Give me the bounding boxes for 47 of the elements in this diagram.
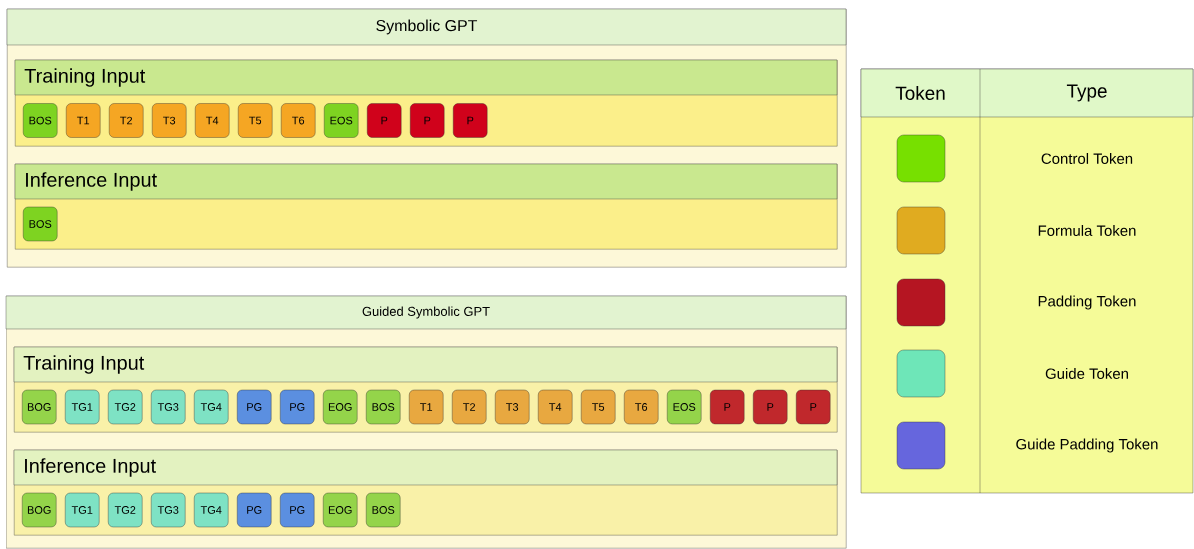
token-box: P [453, 103, 488, 138]
legend-label: Control Token [1041, 153, 1133, 164]
token-box: TG2 [108, 389, 143, 425]
token-box: PG [280, 492, 315, 528]
token-box: BOG [22, 492, 57, 528]
token-box: P [410, 103, 445, 138]
token-box: T4 [195, 103, 230, 138]
token-box: BOS [23, 206, 58, 242]
legend-label: Padding Token [1038, 295, 1136, 310]
column-header: Token [895, 86, 945, 100]
token-box: TG1 [65, 389, 100, 425]
token-box: BOS [23, 103, 58, 138]
legend-label: Guide Token [1045, 368, 1128, 379]
token-box: TG3 [151, 389, 186, 425]
token-box: T5 [238, 103, 273, 138]
token-box: T4 [538, 389, 573, 425]
token-box: T5 [581, 389, 616, 425]
token-box: EOS [324, 103, 359, 138]
token-box: TG3 [151, 492, 186, 528]
token-box: T1 [409, 389, 444, 425]
token-box: T2 [109, 103, 144, 138]
token-box: PG [237, 389, 272, 425]
token-box: EOG [323, 492, 358, 528]
token-box: P [753, 389, 788, 425]
token-box: TG2 [108, 492, 143, 528]
legend-label: Formula Token [1038, 225, 1136, 236]
token-box: T6 [281, 103, 316, 138]
column-header: Type [1066, 84, 1107, 102]
token-box: P [710, 389, 745, 425]
token-box: PG [280, 389, 315, 425]
token-box: P [367, 103, 402, 138]
token-box: T2 [452, 389, 487, 425]
token-box: TG4 [194, 389, 229, 425]
token-box: TG1 [65, 492, 100, 528]
token-box: TG4 [194, 492, 229, 528]
token-box: T3 [495, 389, 530, 425]
token-box: EOS [667, 389, 702, 425]
token-box: T3 [152, 103, 187, 138]
token-box: T6 [624, 389, 659, 425]
token-box: PG [237, 492, 272, 528]
token-box: P [796, 389, 831, 425]
token-box: BOS [366, 492, 401, 528]
token-box: BOG [22, 389, 57, 425]
token-box: EOG [323, 389, 358, 425]
token-box: T1 [66, 103, 101, 138]
legend-label: Guide Padding Token [1016, 438, 1158, 453]
token-box: BOS [366, 389, 401, 425]
